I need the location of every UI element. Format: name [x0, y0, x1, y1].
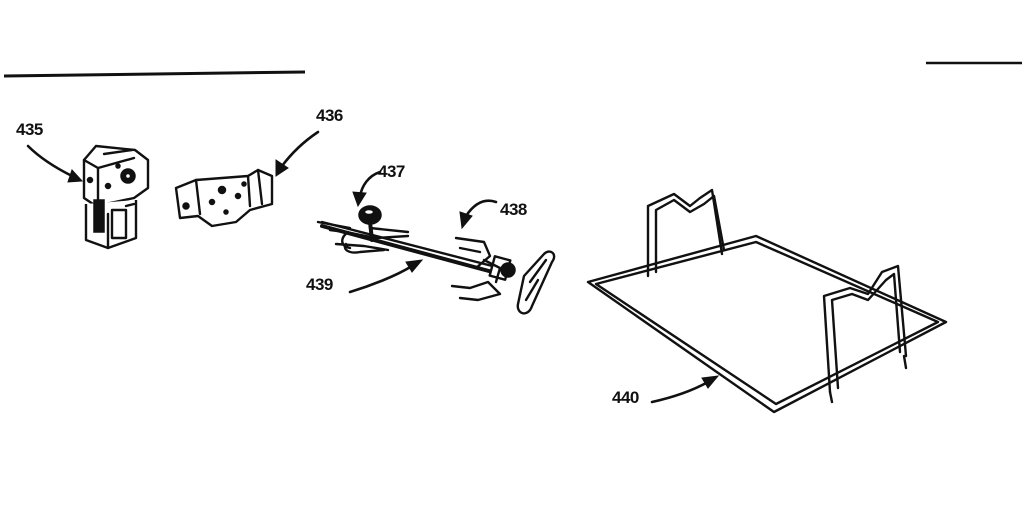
spit-handle — [500, 250, 556, 315]
leader-arrows — [26, 130, 720, 404]
part-435-motor — [82, 144, 150, 250]
label-438: 438 — [500, 200, 527, 219]
part-438-right-fork — [450, 236, 502, 302]
label-436: 436 — [316, 106, 343, 125]
part-437-left-fork — [316, 205, 410, 254]
label-435: 435 — [16, 120, 43, 139]
top-left-rule — [3, 70, 306, 78]
label-439: 439 — [306, 275, 333, 294]
part-440-rack — [586, 188, 948, 414]
label-437: 437 — [378, 162, 405, 181]
part-436-bracket — [174, 168, 274, 228]
label-440: 440 — [612, 388, 639, 407]
